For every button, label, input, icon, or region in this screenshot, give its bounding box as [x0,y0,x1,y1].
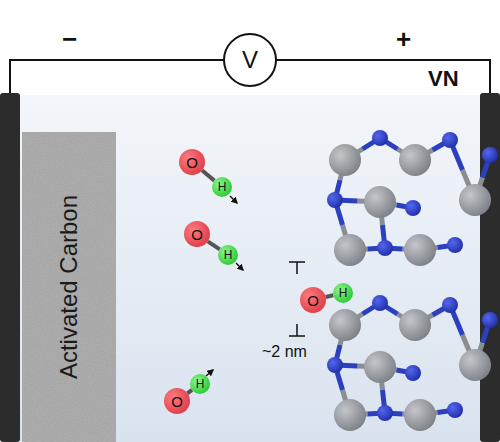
carbon-electrode [22,132,116,442]
v-atom [404,399,436,431]
o-h-bond [326,295,334,297]
current-collector [480,93,500,442]
hydrogen-atom: H [218,245,238,265]
n-atom [405,365,421,381]
atom-symbol: O [191,226,203,243]
polarity-sign: − [62,24,77,55]
electrode-band: Activated Carbon [22,132,116,442]
n-atom [447,402,463,418]
electrode-label: VN [428,66,459,92]
n-atom [377,240,393,256]
o-h-bond [202,170,214,180]
v-atom [459,349,491,381]
polarity-sign: + [396,24,411,55]
o-h-bond [187,390,192,393]
n-atom [482,312,498,328]
v-atom [364,351,396,383]
o-h-bond [208,241,220,249]
voltmeter: V [223,33,277,87]
n-atom [372,295,388,311]
v-atom [334,234,366,266]
n-atom [377,405,393,421]
n-atom [442,132,458,148]
oxygen-atom: O [179,149,205,175]
atom-symbol: H [339,286,348,300]
n-atom [482,147,498,163]
electrolyte [20,95,480,442]
hydrogen-atom: H [333,283,353,303]
electrode-label: Activated Carbon [55,195,83,379]
n-atom [327,357,343,373]
v-atom [364,186,396,218]
atom-symbol: H [196,377,205,391]
v-atom [329,309,361,341]
atom-symbol: H [218,180,227,194]
oxygen-atom: O [184,221,210,247]
atom-symbol: O [307,292,319,309]
motion-arrow [206,196,243,376]
dimension-label: ~2 nm [262,343,307,361]
oxygen-atom: O [300,287,326,313]
n-atom [442,297,458,313]
v-atom [459,184,491,216]
atom-symbol: H [224,248,233,262]
v-atom [329,144,361,176]
n-atom [327,192,343,208]
meter-symbol: V [242,46,258,74]
vn-crystal [327,130,498,431]
current-collector [0,93,20,442]
carbon-texture [22,132,116,442]
v-atom [404,234,436,266]
n-atom [372,130,388,146]
hydrogen-atom: H [190,374,210,394]
v-atom [399,309,431,341]
oxygen-atom: O [164,388,190,414]
atom-symbol: O [171,393,183,410]
atom-symbol: O [186,154,198,171]
hydrogen-atom: H [212,177,232,197]
v-atom [399,144,431,176]
n-atom [405,200,421,216]
v-atom [334,399,366,431]
n-atom [447,237,463,253]
